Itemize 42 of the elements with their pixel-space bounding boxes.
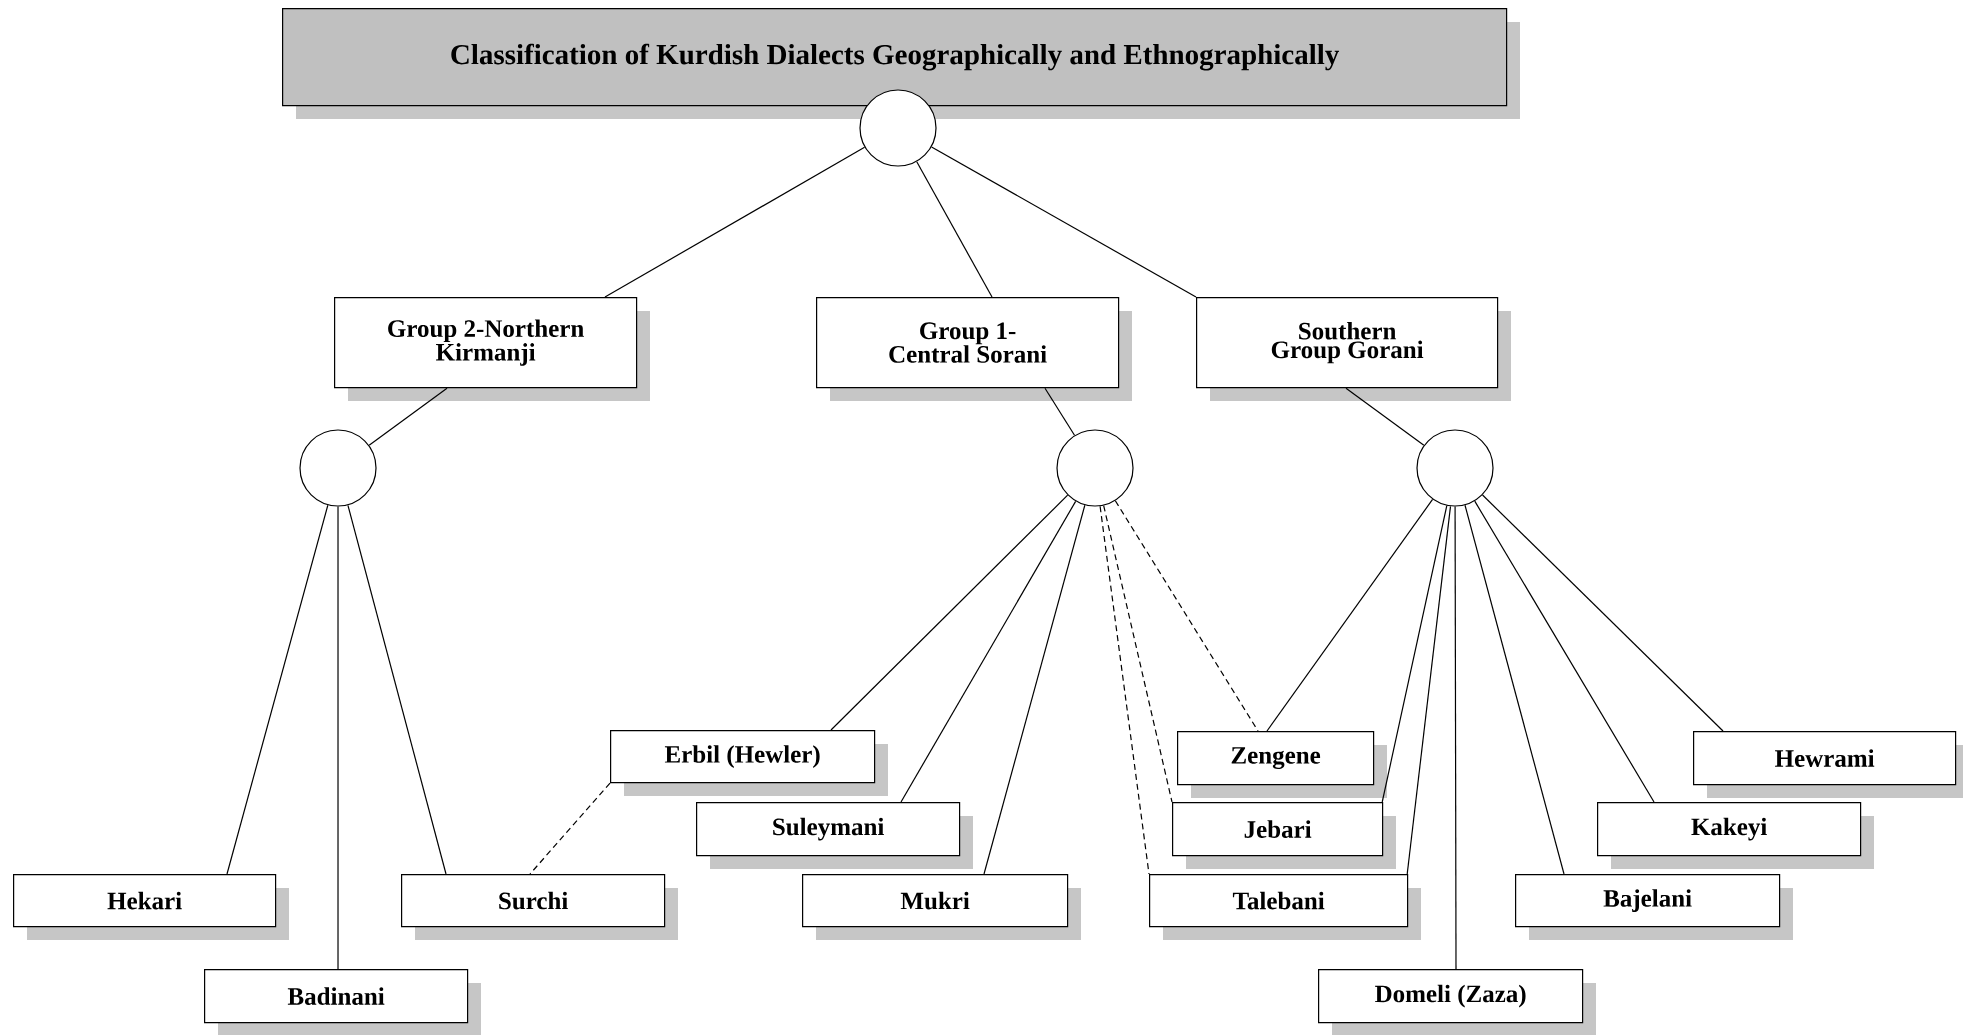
connector-line bbox=[226, 504, 329, 875]
dashed-connector bbox=[1103, 505, 1173, 803]
connector-line bbox=[830, 494, 1069, 731]
junction-circle bbox=[299, 429, 377, 507]
connector-line bbox=[1481, 494, 1724, 732]
connector-line bbox=[1454, 506, 1457, 970]
title-box: Classification of Kurdish Dialects Geographically and Ethnographically bbox=[282, 8, 1520, 119]
dialect-box: Hewrami bbox=[1693, 731, 1963, 798]
dialect-box: Hekari bbox=[13, 874, 289, 940]
dialect-box: Zengene bbox=[1177, 731, 1387, 798]
connector-line bbox=[368, 387, 448, 446]
connector-line bbox=[337, 506, 339, 970]
connector-line bbox=[604, 146, 866, 298]
connector-line bbox=[1044, 387, 1076, 436]
dialect-box: Erbil (Hewler) bbox=[610, 730, 888, 796]
dialect-box: Surchi bbox=[401, 874, 678, 940]
junction-circle bbox=[859, 89, 937, 167]
connector-line bbox=[1381, 505, 1448, 803]
dialect-box: Talebani bbox=[1149, 874, 1421, 940]
dashed-connector bbox=[1099, 505, 1150, 875]
dialect-box: Suleymani bbox=[696, 802, 973, 869]
connector-line bbox=[1474, 500, 1655, 803]
dialect-box: Kakeyi bbox=[1597, 802, 1874, 869]
dashed-connector bbox=[1114, 500, 1259, 732]
connector-line bbox=[1345, 387, 1425, 446]
junction-circle bbox=[1416, 429, 1494, 507]
dialect-box: Badinani bbox=[204, 969, 481, 1035]
dialect-box: Group 1-Central Sorani bbox=[816, 297, 1132, 401]
junction-circle bbox=[1056, 429, 1134, 507]
connector-line bbox=[1266, 498, 1434, 732]
dialect-box: Mukri bbox=[802, 874, 1081, 940]
dialect-box: Jebari bbox=[1172, 802, 1396, 869]
dialect-box: Group 2-Northern Kirmanji bbox=[334, 297, 650, 401]
connector-line bbox=[1406, 505, 1452, 875]
connector-line bbox=[916, 161, 993, 298]
connector-line bbox=[931, 146, 1197, 298]
connector-line bbox=[1464, 504, 1565, 875]
dialect-box: Domeli (Zaza) bbox=[1318, 969, 1596, 1035]
dialect-box: Southern Group Gorani bbox=[1196, 297, 1511, 401]
dashed-connector bbox=[529, 782, 611, 875]
dialect-box: Bajelani bbox=[1515, 874, 1793, 940]
connector-line bbox=[347, 504, 447, 875]
